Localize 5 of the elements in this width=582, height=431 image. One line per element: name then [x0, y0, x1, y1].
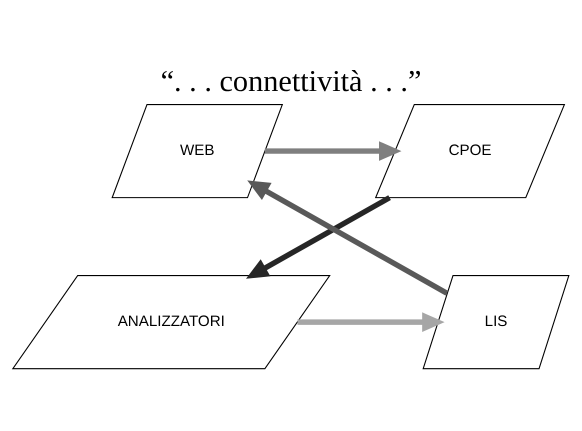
arrow [246, 195, 391, 279]
arrow [298, 312, 445, 332]
diagram-title: “. . . connettività . . .” [160, 64, 422, 98]
arrow [264, 141, 402, 161]
arrow [247, 180, 448, 296]
